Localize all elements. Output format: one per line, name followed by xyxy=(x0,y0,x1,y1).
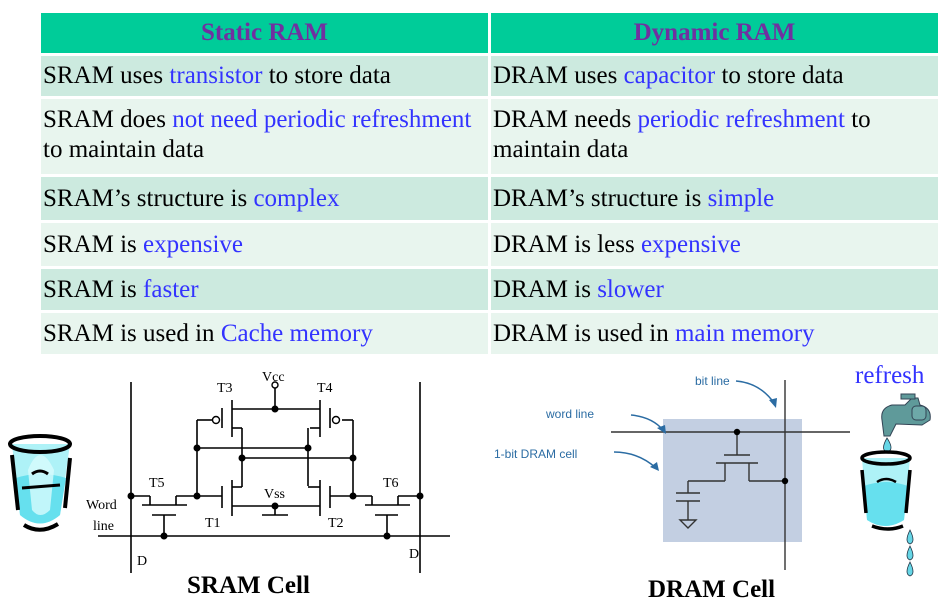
label-vcc: Vcc xyxy=(262,370,285,385)
label-t2: T2 xyxy=(328,516,344,531)
sram-junctions xyxy=(127,405,424,540)
sram-cell: SRAM is faster xyxy=(41,269,488,310)
cell-text: SRAM is used in xyxy=(43,319,221,347)
highlight-text: faster xyxy=(143,275,199,303)
highlight-text: main memory xyxy=(674,319,815,347)
dram-cell: DRAM needs periodic refreshment to maint… xyxy=(491,99,938,174)
sram-bubbles xyxy=(211,381,341,425)
dram-caption: DRAM Cell xyxy=(648,576,776,603)
label-word-line: word line xyxy=(545,407,594,421)
cell-text: SRAM is xyxy=(43,275,144,303)
dram-cell: DRAM’s structure is simple xyxy=(491,177,938,220)
sram-cell: SRAM is used in Cache memory xyxy=(41,313,488,354)
highlight-text: simple xyxy=(707,184,775,212)
cell-text: DRAM needs xyxy=(493,106,638,133)
header-dynamic-ram: Dynamic RAM xyxy=(491,13,938,53)
label-word: Word xyxy=(86,498,117,513)
table-row: SRAM does not need periodic refreshment … xyxy=(41,99,938,174)
cell-text: to store data xyxy=(715,62,844,89)
cell-text: to store data xyxy=(262,62,391,89)
highlight-text: expensive xyxy=(143,230,244,258)
sram-cell: SRAM does not need periodic refreshment … xyxy=(41,99,488,174)
highlight-text: complex xyxy=(253,184,340,212)
label-d-right: D xyxy=(409,547,419,562)
highlight-text: not need periodic refreshment xyxy=(172,106,472,133)
label-dram-cell: 1-bit DRAM cell xyxy=(494,447,577,461)
cell-text: DRAM is used in xyxy=(493,319,675,347)
highlight-text: slower xyxy=(597,275,664,303)
comparison-table: Static RAM Dynamic RAM SRAM uses transis… xyxy=(41,13,938,354)
dram-cell: DRAM uses capacitor to store data xyxy=(491,56,938,96)
label-t3: T3 xyxy=(217,381,233,396)
water-bucket-icon xyxy=(8,434,72,532)
highlight-text: Cache memory xyxy=(220,319,373,347)
cell-text: SRAM does xyxy=(43,106,173,133)
dram-circuit xyxy=(611,380,850,570)
dram-cell: DRAM is less expensive xyxy=(491,223,938,266)
highlight-text: periodic refreshment xyxy=(637,106,845,133)
sram-circuit xyxy=(98,382,450,573)
cell-text: DRAM is less xyxy=(493,230,641,258)
label-bit-line: bit line xyxy=(695,374,730,388)
cell-text: DRAM uses xyxy=(493,62,624,89)
cell-text: to maintain data xyxy=(43,136,205,163)
sram-caption: SRAM Cell xyxy=(187,572,310,599)
label-d-left: D xyxy=(137,554,147,569)
label-t6: T6 xyxy=(383,476,399,491)
label-line: line xyxy=(93,519,114,534)
header-static-ram: Static RAM xyxy=(41,13,488,53)
cell-text: DRAM is xyxy=(493,275,598,303)
label-t1: T1 xyxy=(205,516,221,531)
refresh-label: refresh xyxy=(855,362,925,389)
label-t4: T4 xyxy=(317,381,333,396)
cell-text: to maintain data xyxy=(493,106,871,163)
label-vss: Vss xyxy=(264,487,285,502)
highlight-text: expensive xyxy=(640,230,741,258)
cell-text: DRAM’s structure is xyxy=(493,184,708,212)
cell-text: SRAM’s structure is xyxy=(43,184,254,212)
dram-cell: DRAM is slower xyxy=(491,269,938,310)
faucet-bucket-icon xyxy=(860,393,931,577)
table-header: Static RAM Dynamic RAM xyxy=(41,13,938,53)
highlight-text: transistor xyxy=(169,62,263,89)
sram-cell: SRAM is expensive xyxy=(41,223,488,266)
sram-cell: SRAM’s structure is complex xyxy=(41,177,488,220)
highlight-text: capacitor xyxy=(623,62,716,89)
label-t5: T5 xyxy=(149,476,165,491)
cell-text: SRAM is xyxy=(43,230,144,258)
dram-cell: DRAM is used in main memory xyxy=(491,313,938,354)
cell-text: SRAM uses xyxy=(43,62,170,89)
sram-cell: SRAM uses transistor to store data xyxy=(41,56,488,96)
